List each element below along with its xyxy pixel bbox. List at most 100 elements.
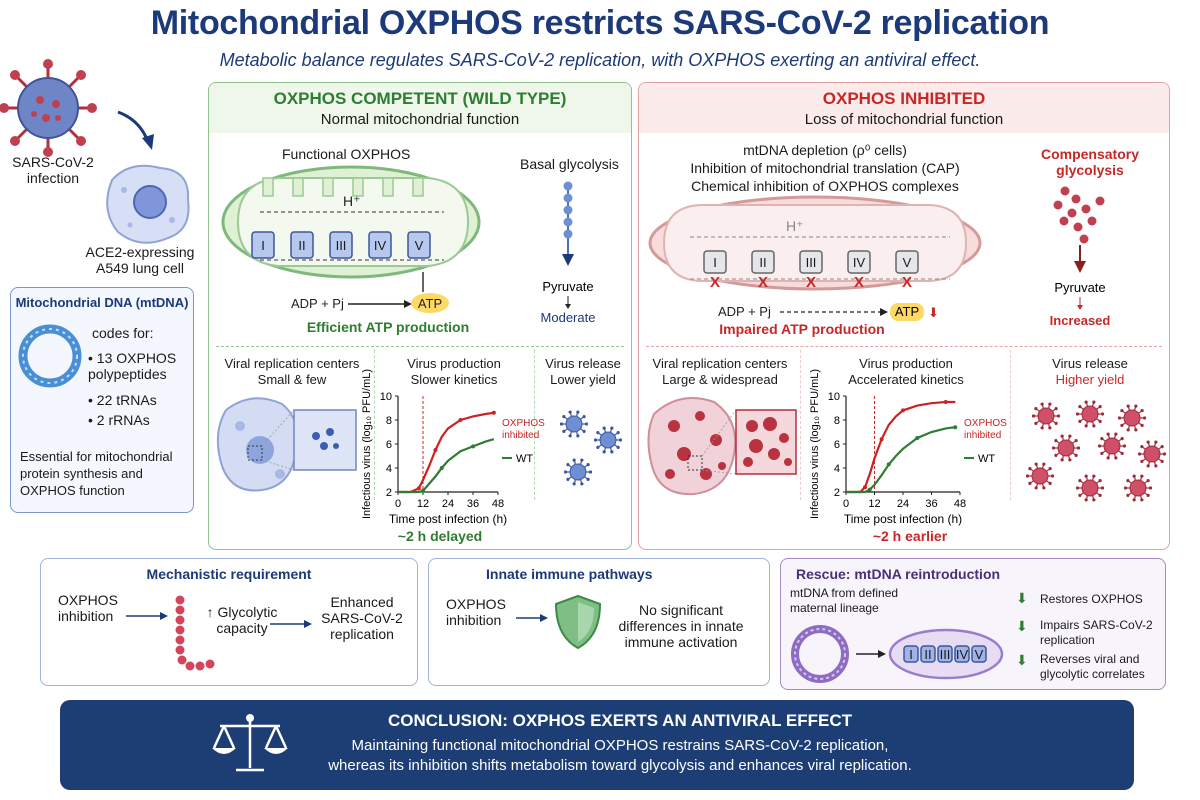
data-point	[491, 410, 496, 415]
wt-vrc-sub: Small & few	[257, 372, 327, 387]
inh-proton-label: H⁺	[786, 218, 804, 234]
virion-spike-tip	[576, 434, 580, 438]
conclusion-line2: whereas its inhibition shifts metabolism…	[328, 757, 912, 774]
virion-spike-tip	[1078, 419, 1082, 423]
inh-released-virions-icon	[1025, 400, 1167, 502]
virion-spike-tip	[572, 482, 576, 486]
rescue-item: Reverses viral and glycolytic correlates	[1040, 652, 1145, 681]
x-mark-icon: X	[758, 274, 768, 291]
wt-pyruvate-label: Pyruvate	[542, 279, 593, 294]
x-tick-label: 12	[868, 498, 880, 510]
virion-spike-tip	[1074, 453, 1078, 457]
legend-label: WT	[978, 453, 995, 465]
y-tick-label: 2	[834, 487, 840, 499]
virion-spike-tip	[1154, 440, 1158, 444]
virion-spike-tip	[1060, 458, 1064, 462]
inh-replication-cell-illustration	[647, 397, 797, 496]
series-line	[846, 400, 956, 494]
mech-enhanced-label: Enhanced SARS-CoV-2 replication	[321, 594, 403, 642]
rescue-item: Restores OXPHOS	[1040, 592, 1143, 606]
wt-adp-label: ADP + Pj	[291, 296, 344, 311]
x-tick-label: 0	[395, 498, 401, 510]
virion-spike-tip	[1048, 467, 1052, 471]
wt-delay-label: ~2 h delayed	[397, 528, 483, 544]
virion-spike-tip	[572, 458, 576, 462]
virion-spike-tip	[1075, 486, 1080, 490]
virion-spike-tip	[1114, 456, 1118, 460]
x-mark-icon: X	[902, 274, 912, 291]
virion-spike-tip	[1126, 479, 1130, 483]
conclusion-banner	[60, 700, 1134, 790]
virion-spike-tip	[1048, 402, 1052, 406]
x-tick-label: 24	[897, 498, 909, 510]
mechanistic-title: Mechanistic requirement	[146, 566, 312, 582]
virion-spike-tip	[610, 450, 614, 454]
virion-spike-tip	[582, 429, 586, 433]
inh-adp-label: ADP + Pj	[718, 304, 771, 319]
virion-spike-tip	[584, 422, 589, 426]
virion-spike-tip	[596, 445, 600, 449]
inh-vrc-sub: Large & widespread	[662, 372, 778, 387]
virion-spike-tip	[1142, 416, 1147, 420]
x-tick-label: 36	[467, 498, 479, 510]
mechanistic-panel	[40, 558, 418, 686]
functional-oxphos-label: Functional OXPHOS	[282, 146, 411, 162]
virion-spike-tip	[1098, 405, 1102, 409]
virion-spike-tip	[568, 410, 572, 414]
virion-spike-tip	[1098, 479, 1102, 483]
virion-spike-tip	[1148, 486, 1153, 490]
virion-body	[1081, 479, 1099, 497]
x-tick-label: 48	[954, 498, 966, 510]
inh-complex-box	[847, 250, 871, 274]
virion-spike-tip	[1100, 486, 1105, 490]
basal-glycolysis-chain-icon	[562, 181, 574, 266]
innate-panel	[428, 558, 770, 686]
rescue-arrow-icon: ⬇	[1016, 590, 1028, 606]
virion-spike-tip	[1134, 428, 1138, 432]
y-tick-label: 10	[828, 391, 840, 403]
inh-complex-label: II	[759, 255, 766, 270]
virion-spike-tip	[588, 470, 593, 474]
cell-label: ACE2-expressing A549 lung cell	[85, 244, 195, 276]
mtdna-item: • 2 rRNAs	[88, 412, 150, 428]
mtdna-panel	[10, 287, 194, 513]
mtdna-essential: Essential for mitochondrial protein synt…	[20, 449, 173, 498]
virion-spike-tip	[1078, 479, 1082, 483]
inh-vp-title: Virus production	[859, 356, 953, 371]
mtdna-item: • 13 OXPHOS polypeptides	[88, 350, 177, 382]
virion-spike-tip	[1126, 493, 1130, 497]
conclusion-line1: Maintaining functional mitochondrial OXP…	[351, 737, 889, 754]
rescue-arrow-icon: ⬇	[1016, 652, 1028, 668]
inh-cause: Chemical inhibition of OXPHOS complexes	[691, 178, 959, 194]
virion-spike-tip	[1040, 426, 1044, 430]
y-tick-label: 8	[386, 415, 392, 427]
data-point	[421, 488, 425, 493]
rescue-lineage-label: mtDNA from defined maternal lineage	[790, 586, 899, 615]
data-point	[433, 448, 438, 452]
x-tick-label: 0	[843, 498, 849, 510]
wt-efficient-label: Efficient ATP production	[307, 319, 469, 335]
inh-impaired-label: Impaired ATP production	[719, 321, 884, 337]
virion-spike-tip	[586, 463, 590, 467]
virion-spike-tip	[1048, 426, 1052, 430]
rescue-complex-label: IV	[956, 647, 969, 662]
y-tick-label: 4	[386, 463, 392, 475]
inh-complex-label: III	[806, 255, 817, 270]
wt-complex-label: V	[415, 238, 424, 253]
inh-atp-badge	[890, 303, 924, 321]
virion-spike-tip	[1132, 474, 1136, 478]
inh-vr-title: Virus release	[1052, 356, 1128, 371]
virion-body	[1057, 439, 1075, 457]
virion-spike-tip	[1137, 452, 1142, 456]
virion-body	[1123, 409, 1141, 427]
inh-complex-box	[799, 250, 823, 274]
virion-spike-tip	[1097, 444, 1102, 448]
wt-complex-label: II	[298, 238, 305, 253]
rescue-complex-box	[971, 645, 987, 663]
inh-cause: mtDNA depletion (ρ⁰ cells)	[743, 142, 907, 158]
virion-spike-tip	[1042, 486, 1046, 490]
y-tick-label: 2	[386, 487, 392, 499]
virion-spike-tip	[596, 431, 600, 435]
mtdna-circle-icon	[18, 324, 82, 388]
